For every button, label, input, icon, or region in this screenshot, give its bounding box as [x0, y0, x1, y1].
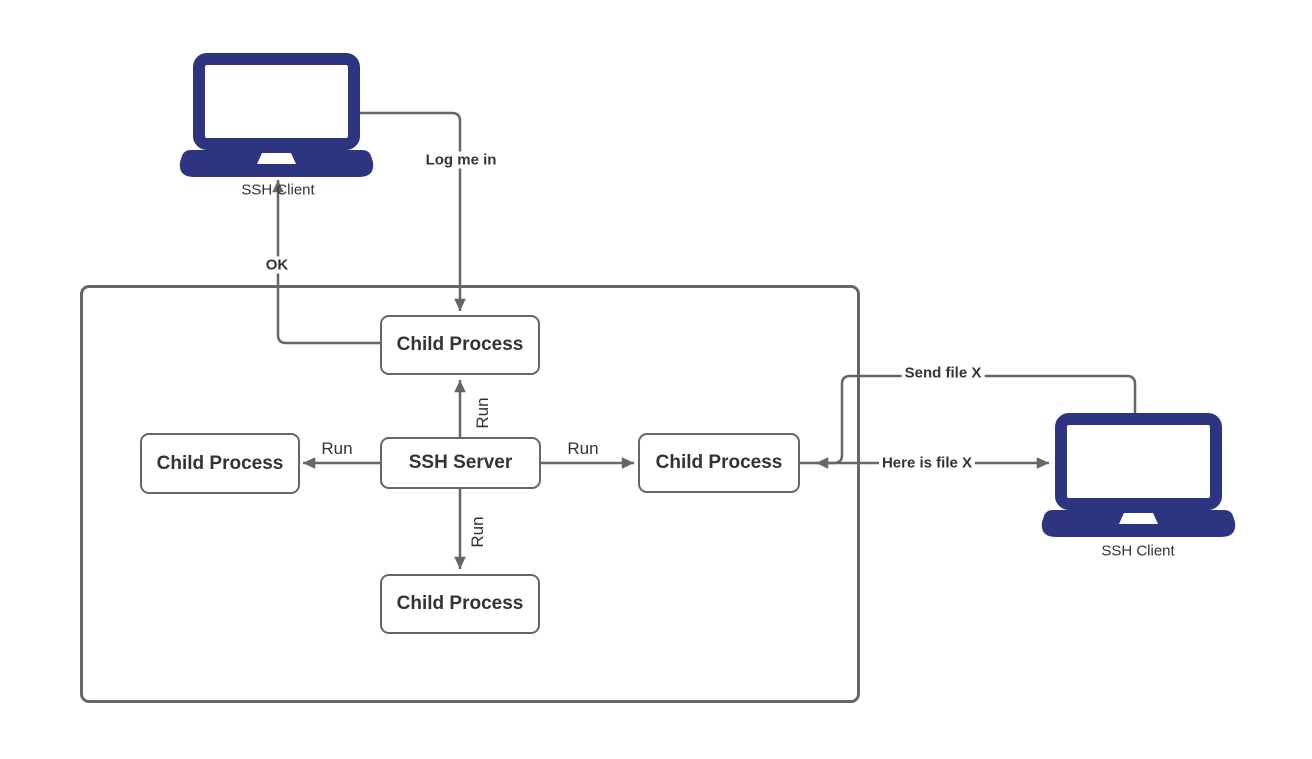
- node-label: Child Process: [156, 452, 284, 474]
- client-label-top: SSH Client: [241, 181, 315, 199]
- laptop-icon: [180, 59, 373, 177]
- node-label: Child Process: [396, 593, 524, 614]
- edge-label-ok: OK: [262, 256, 292, 274]
- server-boundary-box: [80, 285, 860, 703]
- edge-label-here-is-file-x: Here is file X: [878, 454, 976, 472]
- node-child-process-right: Child Process: [638, 433, 800, 493]
- node-child-process-left: Child Process: [140, 433, 300, 494]
- node-ssh-server: SSH Server: [380, 437, 541, 489]
- client-label-right: SSH Client: [1101, 542, 1175, 560]
- edge-label-send-file-x: Send file X: [901, 364, 985, 382]
- node-label: Child Process: [396, 334, 524, 355]
- node-label: Child Process: [655, 452, 783, 473]
- laptop-icon: [1042, 419, 1235, 537]
- edge-label-run-top: Run: [473, 397, 492, 429]
- edge-label-log-me-in: Log me in: [422, 151, 500, 169]
- node-label: SSH Server: [408, 452, 513, 473]
- edge-label-run-right: Run: [567, 439, 599, 458]
- connector-log-me-in: [360, 111, 466, 311]
- connector-send-file: [816, 374, 1137, 469]
- edge-label-run-left: Run: [321, 439, 353, 458]
- node-child-process-bottom: Child Process: [380, 574, 540, 634]
- connector-ok: [272, 180, 380, 345]
- node-child-process-top: Child Process: [380, 315, 540, 375]
- edge-label-run-bottom: Run: [468, 516, 487, 548]
